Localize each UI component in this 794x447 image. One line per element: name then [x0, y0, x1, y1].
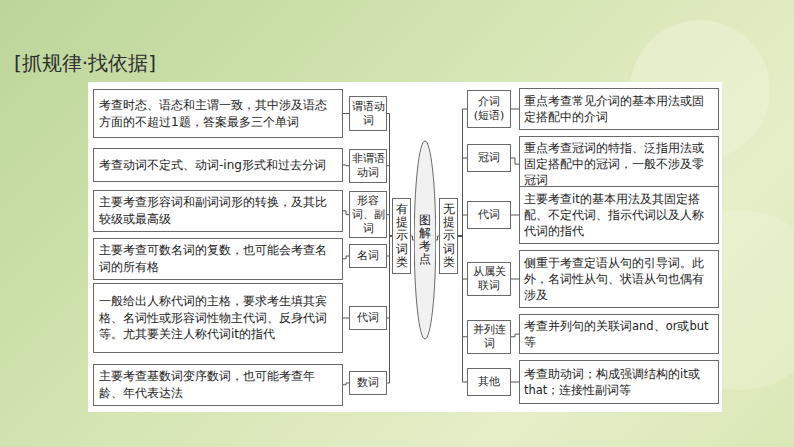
category-box: 形容词、副词 — [349, 191, 387, 238]
category-box: 从属关联词 — [467, 262, 511, 296]
group-box: 无提示词类 — [439, 198, 458, 274]
node-text: 冠词 — [478, 151, 500, 165]
connector-line — [511, 158, 519, 164]
description-box: 考查动词不定式、动词-ing形式和过去分词 — [93, 148, 343, 182]
node-text: 代词 — [478, 208, 500, 222]
node-text: 考查助动词；构成强调结构的it或that；连接性副词等 — [524, 366, 714, 398]
category-box: 代词 — [349, 306, 387, 330]
connector-line — [458, 215, 467, 236]
node-text: 侧重于考查定语从句的引导词。此外，名词性从句、状语从句也偶有涉及 — [524, 255, 714, 303]
node-text: 重点考查常见介词的基本用法或固定搭配中的介词 — [524, 93, 714, 125]
node-text: 非谓语动词 — [351, 152, 385, 180]
category-box: 代词 — [467, 201, 511, 229]
description-box: 主要考查可数名词的复数，也可能会考查名词的所有格 — [93, 238, 343, 280]
node-text: 代词 — [357, 311, 379, 325]
connector-line — [511, 279, 519, 280]
node-text: 形容词、副词 — [351, 194, 385, 235]
description-box: 主要考查形容词和副词词形的转换，及其比较级或最高级 — [93, 190, 343, 232]
connector-line — [411, 236, 414, 240]
node-text: 介词 (短语) — [469, 95, 509, 123]
category-box: 名词 — [349, 244, 387, 268]
connector-line — [511, 382, 519, 383]
node-text: 重点考查冠词的特指、泛指用法或固定搭配中的冠词，一般不涉及零冠词 — [524, 140, 714, 188]
connector-line — [511, 334, 519, 337]
node-text: 主要考查形容词和副词词形的转换，及其比较级或最高级 — [99, 194, 337, 228]
category-box: 冠词 — [467, 144, 511, 172]
description-box: 侧重于考查定语从句的引导词。此外，名词性从句、状语从句也偶有涉及 — [519, 250, 719, 308]
node-text: 数词 — [357, 376, 379, 390]
description-box: 一般给出人称代词的主格，要求考生填其宾格、名词性或形容词性物主代词、反身代词等。… — [93, 283, 343, 353]
connector-line — [511, 215, 519, 216]
connector-line — [511, 109, 519, 110]
node-text: 一般给出人称代词的主格，要求考生填其宾格、名词性或形容词性物主代词、反身代词等。… — [99, 293, 337, 343]
node-text: 名词 — [357, 249, 379, 263]
node-text: 考查并列句的关联词and、or或but等 — [524, 318, 714, 350]
description-box: 重点考查常见介词的基本用法或固定搭配中的介词 — [519, 88, 719, 130]
node-text: 谓语动词 — [351, 100, 385, 128]
category-box: 介词 (短语) — [467, 90, 511, 128]
node-text: 并列连词 — [469, 323, 509, 351]
node-text: 主要考查it的基本用法及其固定搭配、不定代词、指示代词以及人称代词的指代 — [524, 191, 714, 239]
node-text: 主要考查基数词变序数词，也可能考查年龄、年代表达法 — [99, 368, 337, 402]
page-title: [抓规律·找依据] — [14, 50, 156, 77]
connector-line — [458, 236, 467, 382]
node-text: 从属关联词 — [469, 265, 509, 293]
white-panel — [88, 82, 722, 412]
description-box: 考查助动词；构成强调结构的it或that；连接性副词等 — [519, 360, 719, 404]
category-box: 并列连词 — [467, 320, 511, 354]
category-box: 非谓语动词 — [349, 149, 387, 183]
description-box: 重点考查冠词的特指、泛指用法或固定搭配中的冠词，一般不涉及零冠词 — [519, 136, 719, 192]
description-box: 考查时态、语态和主谓一致，其中涉及语态方面的不超过1题，答案最多三个单词 — [93, 89, 343, 138]
group-box: 有提示词类 — [392, 198, 411, 274]
center-ellipse: 图解考点 — [414, 140, 436, 340]
node-text: 考查动词不定式、动词-ing形式和过去分词 — [99, 157, 326, 174]
category-box: 谓语动词 — [349, 96, 387, 131]
connector-line — [458, 158, 467, 236]
description-box: 考查并列句的关联词and、or或but等 — [519, 314, 719, 354]
node-text: 有提示词类 — [396, 203, 408, 269]
node-text: 图解考点 — [419, 214, 431, 267]
node-text: 主要考查可数名词的复数，也可能会考查名词的所有格 — [99, 242, 337, 276]
description-box: 主要考查基数词变序数词，也可能考查年龄、年代表达法 — [93, 364, 343, 406]
node-text: 考查时态、语态和主谓一致，其中涉及语态方面的不超过1题，答案最多三个单词 — [99, 97, 337, 131]
node-text: 无提示词类 — [443, 203, 455, 269]
connector-line — [458, 109, 467, 236]
category-box: 其他 — [467, 368, 511, 396]
node-text: 其他 — [478, 375, 500, 389]
category-box: 数词 — [349, 371, 387, 395]
description-box: 主要考查it的基本用法及其固定搭配、不定代词、指示代词以及人称代词的指代 — [519, 186, 719, 244]
